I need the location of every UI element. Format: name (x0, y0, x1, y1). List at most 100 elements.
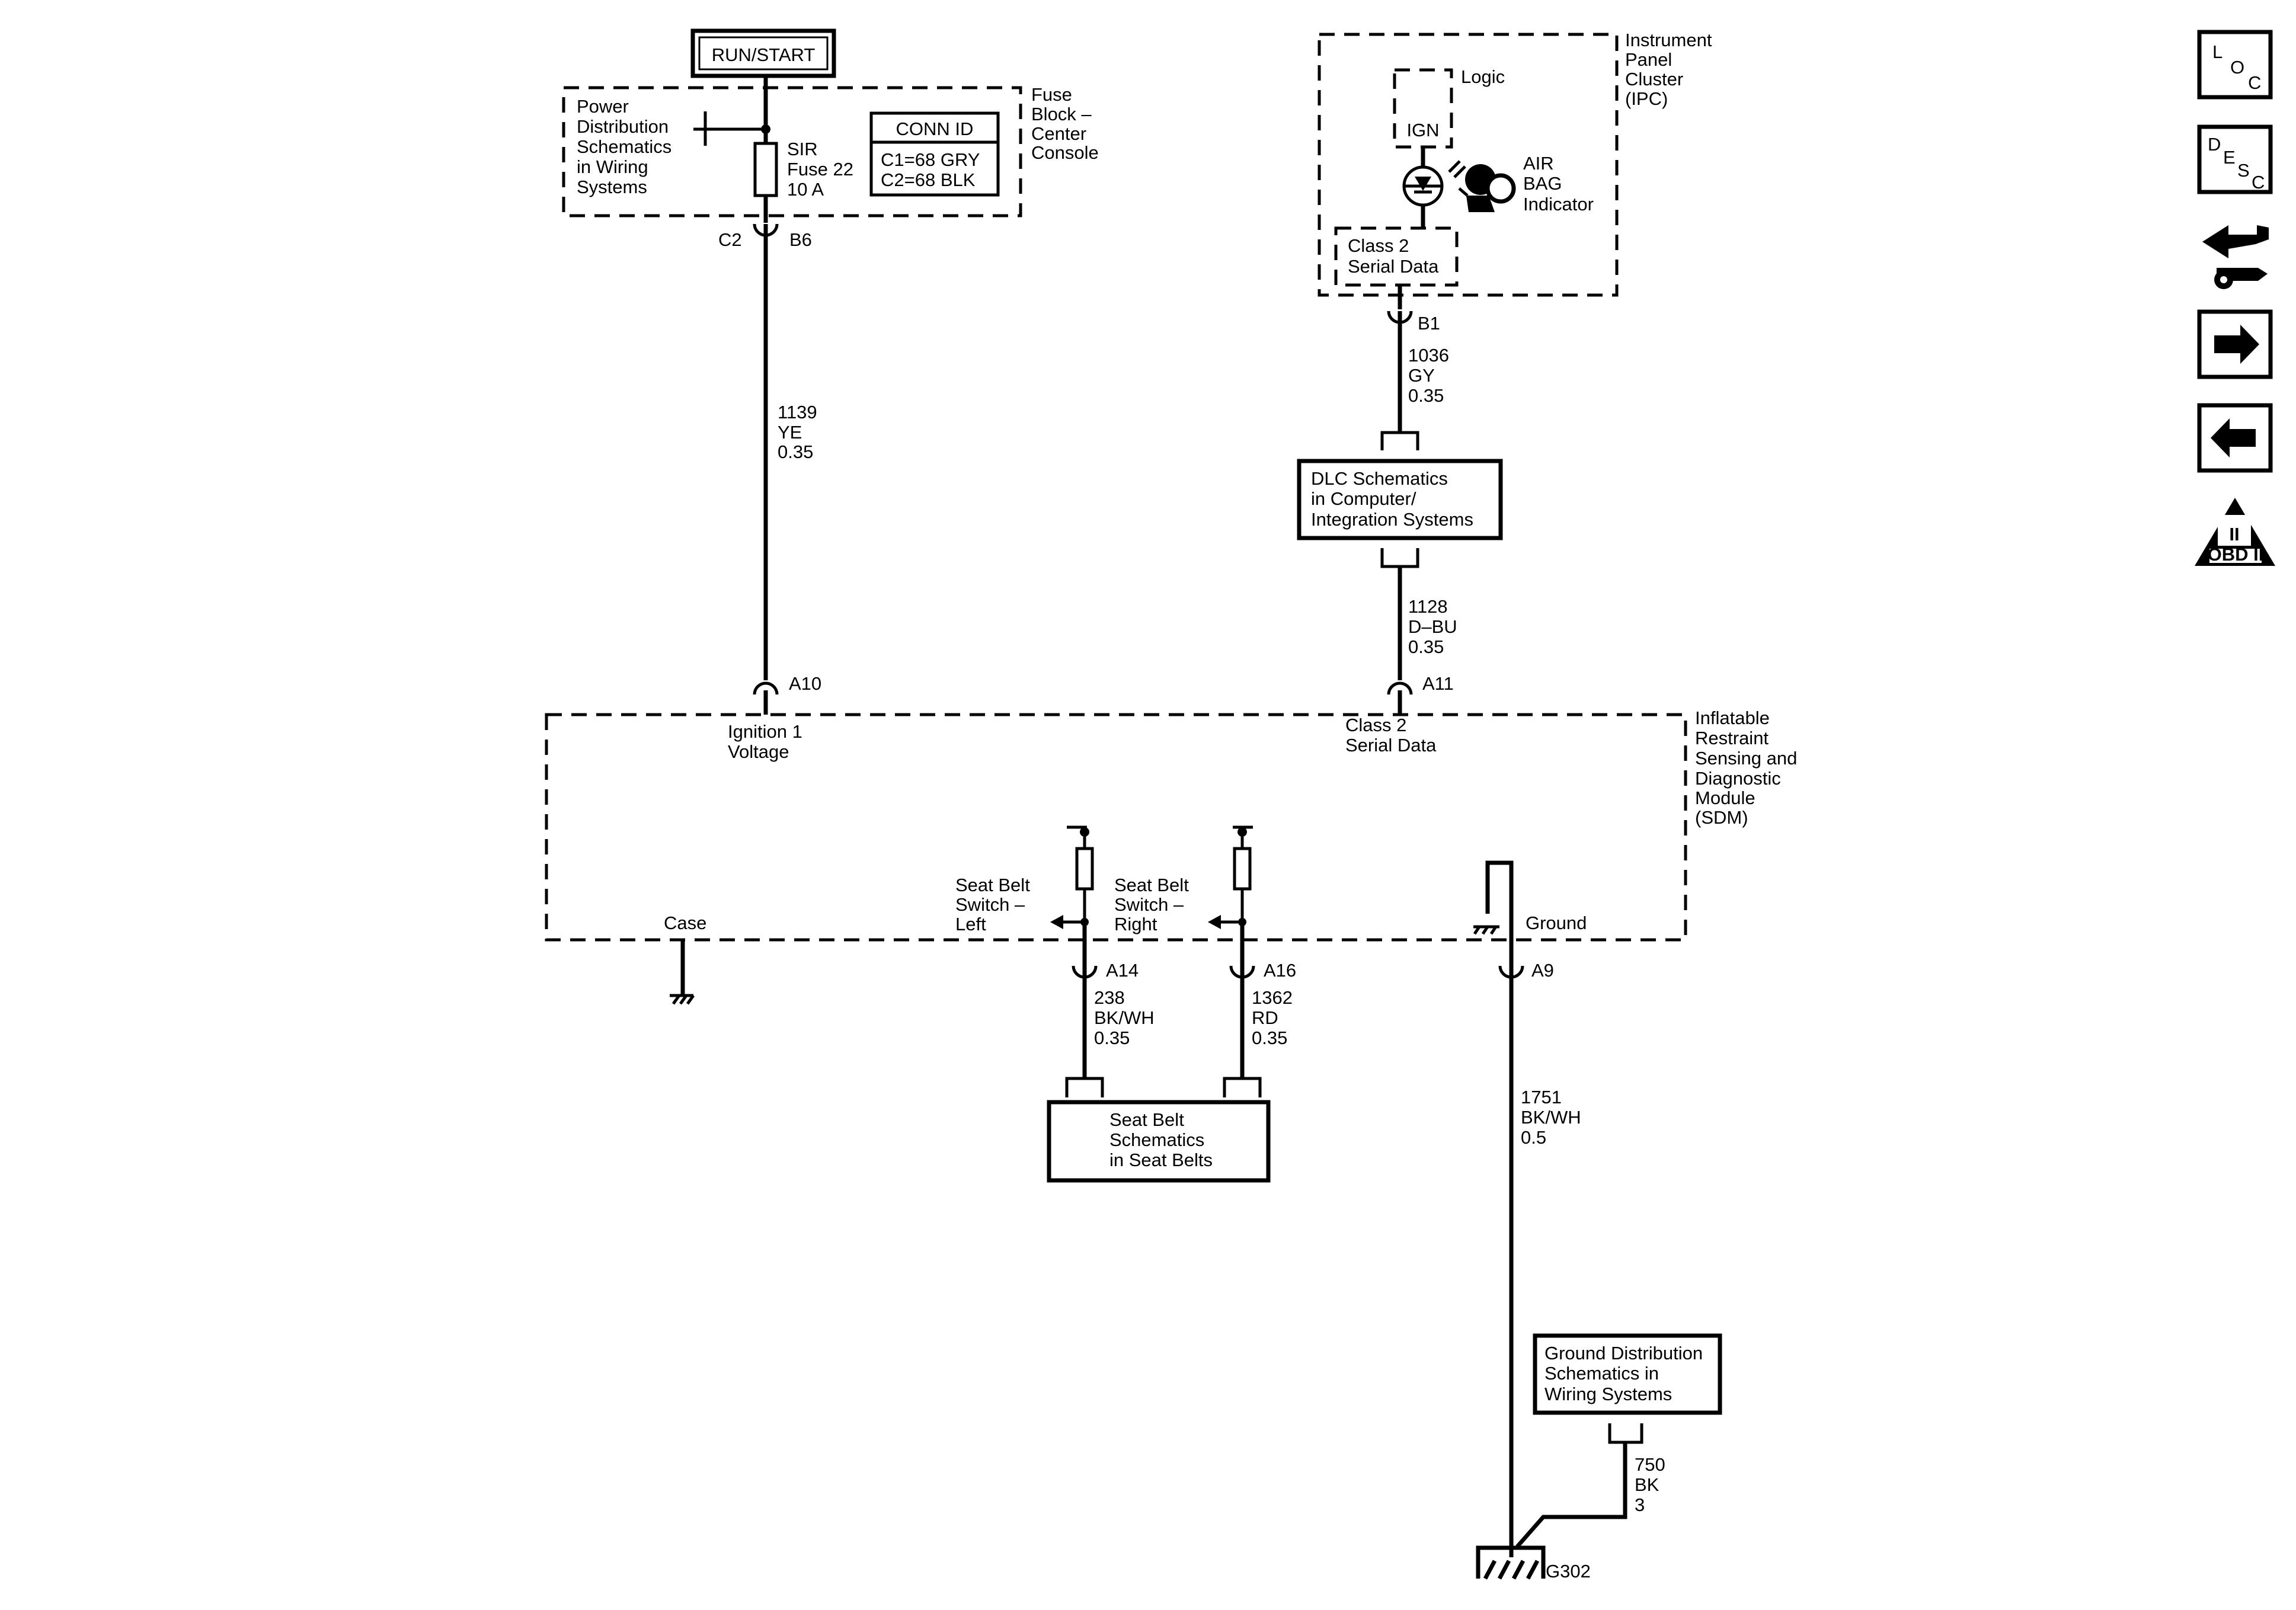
svg-text:Restraint: Restraint (1695, 728, 1769, 748)
internal-ground-icon (1473, 860, 1514, 940)
ground-distribution-link[interactable]: Ground Distribution Schematics in Wiring… (1533, 1333, 1722, 1415)
svg-text:GY: GY (1408, 365, 1435, 386)
power-distribution-link[interactable]: Power Distribution Schematics in Wiring … (577, 96, 671, 197)
svg-text:Cluster: Cluster (1625, 69, 1683, 89)
wire-1128-label: 1128 D–BU 0.35 (1408, 596, 1457, 657)
svg-text:Fuse 22: Fuse 22 (787, 159, 853, 180)
svg-text:Schematics: Schematics (577, 136, 671, 157)
fuse-block-label: Fuse Block – Center Console (1031, 84, 1099, 163)
svg-text:Voltage: Voltage (728, 741, 789, 762)
case-ground-icon (670, 940, 695, 1005)
svg-text:RD: RD (1252, 1007, 1278, 1028)
ipc-outline (1318, 33, 1619, 297)
svg-text:DLC Schematics: DLC Schematics (1311, 468, 1448, 489)
svg-text:Console: Console (1031, 142, 1099, 163)
dlc-schematics-link[interactable]: DLC Schematics in Computer/ Integration … (1297, 459, 1503, 540)
svg-text:Indicator: Indicator (1523, 194, 1594, 215)
seat-belt-switch-right (1208, 825, 1253, 966)
connector-a9: A9 (1498, 940, 1554, 984)
svg-text:Serial Data: Serial Data (1345, 735, 1437, 756)
svg-text:A14: A14 (1106, 960, 1139, 981)
sdm-class2-label: Class 2 Serial Data (1345, 715, 1437, 756)
connector-a16: A16 (1229, 960, 1296, 984)
ign-label: IGN (1406, 120, 1439, 140)
svg-text:0.35: 0.35 (1094, 1028, 1130, 1048)
seat-belt-switch-left-label: Seat Belt Switch – Left (955, 875, 1030, 934)
svg-text:Instrument: Instrument (1625, 30, 1712, 50)
wire-1139-label: 1139 YE 0.35 (778, 402, 817, 462)
svg-text:Module: Module (1695, 788, 1755, 808)
svg-text:Panel: Panel (1625, 49, 1672, 70)
case-label: Case (664, 913, 706, 933)
previous-arrow-button[interactable] (2197, 403, 2273, 473)
svg-text:0.35: 0.35 (1252, 1028, 1287, 1048)
svg-text:Ground Distribution: Ground Distribution (1544, 1343, 1703, 1363)
svg-text:SIR: SIR (787, 139, 818, 159)
ipc-class2-label: Class 2 Serial Data (1348, 235, 1439, 277)
svg-text:0.5: 0.5 (1521, 1127, 1546, 1148)
svg-text:Integration Systems: Integration Systems (1311, 509, 1473, 530)
obd-ii-icon[interactable]: II OBD II (2195, 498, 2275, 566)
svg-text:(IPC): (IPC) (1625, 88, 1668, 109)
svg-text:Switch –: Switch – (955, 894, 1025, 915)
sdm-label: Inflatable Restraint Sensing and Diagnos… (1695, 708, 1797, 828)
location-button[interactable]: L O C (2197, 30, 2273, 100)
svg-text:CONN ID: CONN ID (896, 119, 974, 139)
svg-text:Serial Data: Serial Data (1348, 256, 1439, 277)
run-start-label: RUN/START (690, 28, 836, 78)
svg-text:Seat Belt: Seat Belt (1109, 1109, 1184, 1130)
svg-text:0.35: 0.35 (1408, 385, 1444, 406)
g302-ground-icon (1476, 1545, 1546, 1580)
svg-text:Switch –: Switch – (1114, 894, 1184, 915)
svg-text:E: E (2223, 147, 2236, 168)
svg-text:C: C (2252, 172, 2265, 193)
svg-text:C2=68 BLK: C2=68 BLK (881, 169, 976, 190)
svg-text:3: 3 (1635, 1494, 1645, 1515)
svg-text:BK/WH: BK/WH (1521, 1107, 1581, 1128)
airbag-indicator-label: AIR BAG Indicator (1523, 153, 1594, 215)
svg-text:(SDM): (SDM) (1695, 807, 1748, 828)
svg-text:Distribution: Distribution (577, 116, 669, 137)
svg-text:RUN/START: RUN/START (712, 44, 816, 65)
ignition-voltage-label: Ignition 1 Voltage (728, 721, 802, 762)
fuse-block-outline (562, 86, 1022, 217)
svg-text:10 A: 10 A (787, 179, 824, 200)
svg-text:A11: A11 (1422, 673, 1454, 694)
svg-text:Seat Belt: Seat Belt (1114, 875, 1189, 895)
airbag-occupant-icon (1458, 164, 1516, 212)
svg-text:C2: C2 (718, 229, 742, 250)
svg-text:Ignition 1: Ignition 1 (728, 721, 802, 742)
seat-belt-switch-left (1050, 825, 1094, 966)
svg-text:OBD II: OBD II (2208, 544, 2264, 565)
svg-text:BK/WH: BK/WH (1094, 1007, 1155, 1028)
svg-text:in Seat Belts: in Seat Belts (1109, 1150, 1213, 1170)
svg-text:Diagnostic: Diagnostic (1695, 768, 1781, 789)
connector-a10: A10 (753, 673, 821, 715)
svg-text:Class 2: Class 2 (1345, 715, 1406, 735)
description-button[interactable]: D E S C (2197, 124, 2273, 194)
svg-text:Schematics in: Schematics in (1544, 1363, 1659, 1384)
next-arrow-button[interactable] (2197, 309, 2273, 379)
svg-text:L: L (2212, 41, 2223, 62)
seat-belt-schematics-link[interactable]: Seat Belt Schematics in Seat Belts (1047, 1100, 1271, 1183)
svg-text:C: C (2248, 72, 2261, 93)
svg-text:in Wiring: in Wiring (577, 156, 648, 177)
ipc-class2-block (1334, 226, 1459, 287)
svg-text:Class 2: Class 2 (1348, 235, 1409, 256)
svg-text:A16: A16 (1264, 960, 1296, 981)
svg-text:BAG: BAG (1523, 173, 1562, 194)
svg-text:A10: A10 (789, 673, 821, 694)
svg-text:II: II (2229, 524, 2239, 545)
seat-belt-switch-right-label: Seat Belt Switch – Right (1114, 875, 1189, 934)
svg-text:Fuse: Fuse (1031, 84, 1072, 105)
svg-text:0.35: 0.35 (1408, 636, 1444, 657)
svg-text:Right: Right (1114, 914, 1157, 934)
wire-1362-label: 1362 RD 0.35 (1252, 987, 1293, 1048)
connector-b1: B1 (1387, 285, 1440, 334)
svg-text:1036: 1036 (1408, 345, 1449, 366)
connector-wrench-icon[interactable] (2202, 225, 2269, 289)
svg-text:D–BU: D–BU (1408, 616, 1457, 637)
svg-text:S: S (2237, 160, 2250, 181)
connector-a11: A11 (1387, 673, 1454, 715)
